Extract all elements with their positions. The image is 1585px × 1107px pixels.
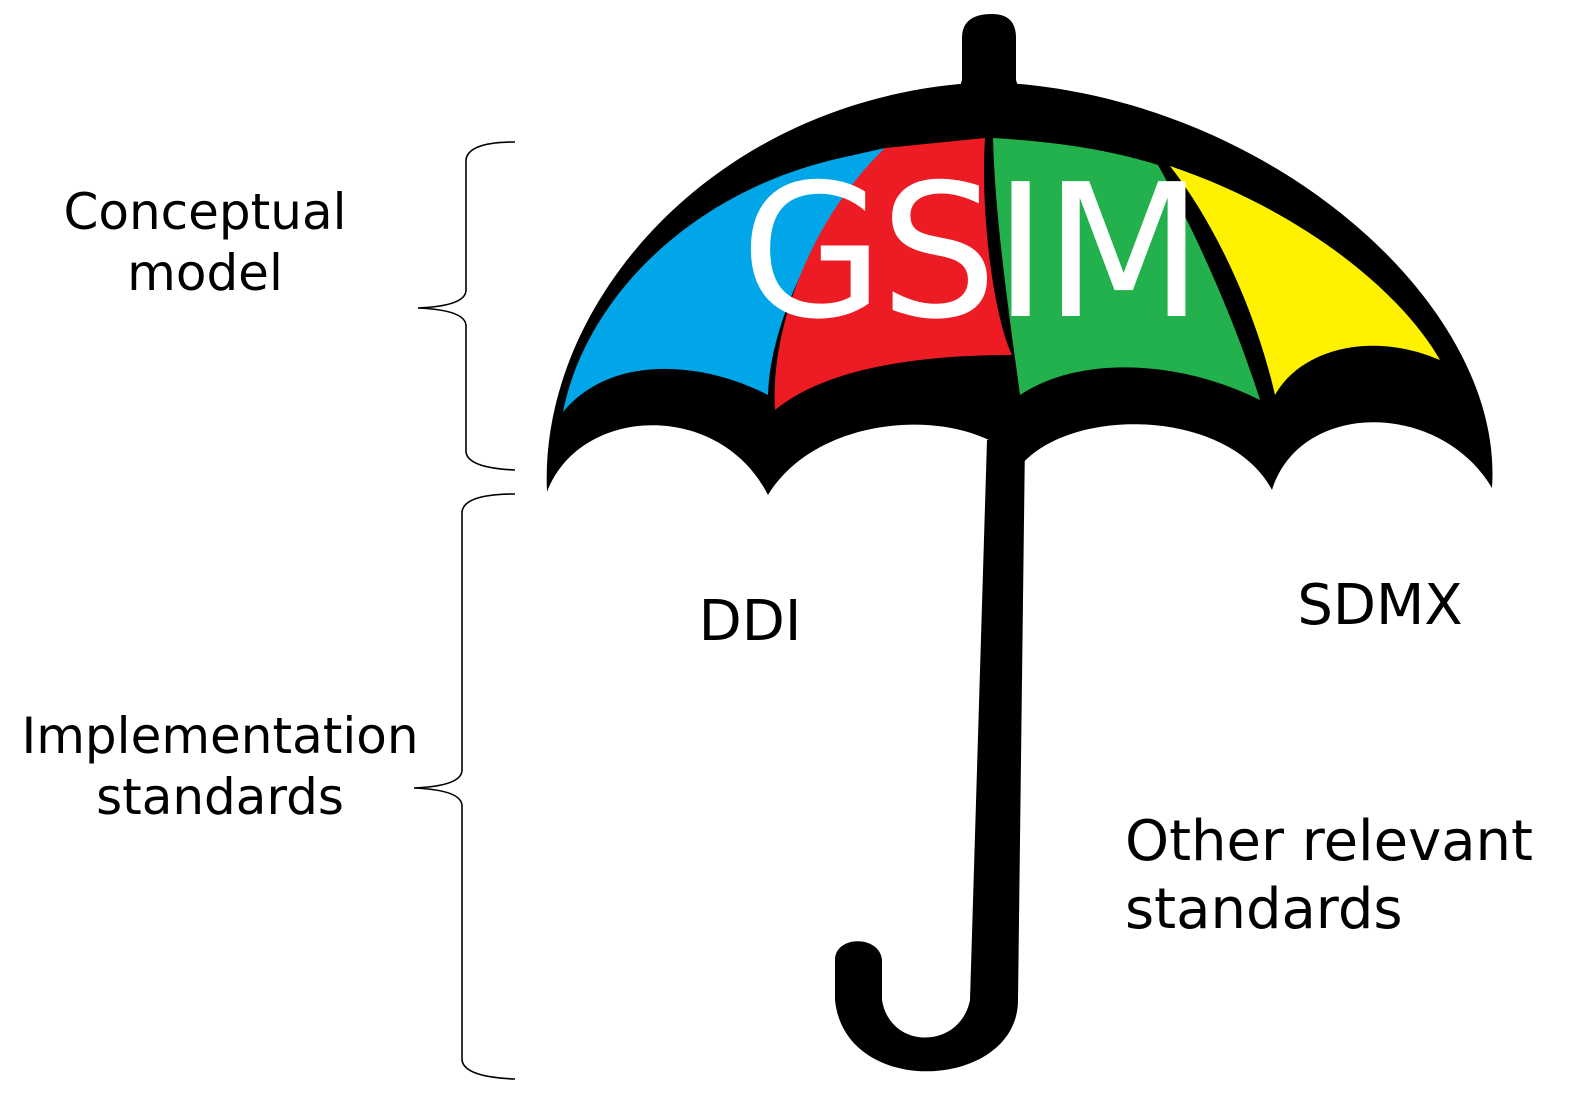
implementation-label-line2: standards — [96, 768, 344, 826]
umbrella-handle — [835, 440, 1025, 1072]
other-label-line2: standards — [1125, 877, 1403, 943]
umbrella-tip — [960, 14, 1018, 90]
bracket-conceptual — [417, 141, 516, 471]
umbrella-panel-green — [993, 138, 1260, 400]
implementation-label-line1: Implementation — [21, 707, 419, 765]
bracket-implementation — [413, 493, 516, 1080]
umbrella-panel-blue — [563, 148, 885, 412]
conceptual-label-line2: model — [127, 244, 283, 302]
other-standards-label: Other relevant standards — [1125, 808, 1585, 945]
umbrella-panel-yellow — [1170, 166, 1440, 395]
ddi-label: DDI — [698, 589, 802, 654]
conceptual-model-label: Conceptual model — [40, 182, 370, 304]
gsim-title: GSIM — [740, 144, 1204, 360]
other-label-line1: Other relevant — [1125, 809, 1533, 874]
implementation-standards-label: Implementation standards — [0, 706, 440, 828]
sdmx-label: SDMX — [1297, 573, 1463, 638]
umbrella-panel-red — [774, 138, 1012, 410]
conceptual-label-line1: Conceptual — [63, 183, 347, 241]
